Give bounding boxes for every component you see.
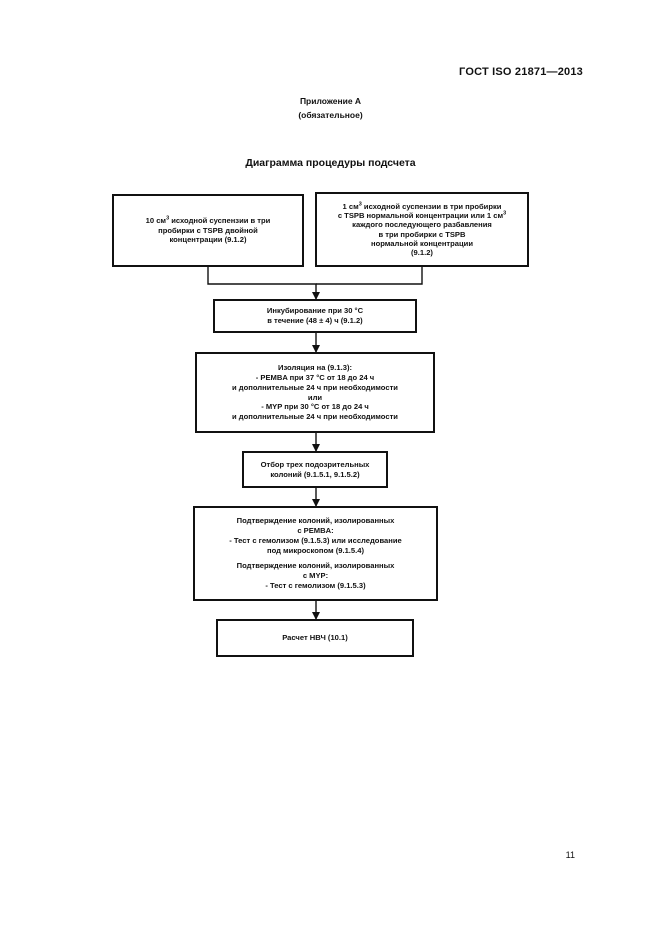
box-calculation-line1: Расчет НВЧ (10.1): [282, 633, 348, 643]
box-confirmation-line4: под микроскопом (9.1.5.4): [266, 545, 364, 555]
box-right-line1-text: 1 см: [342, 201, 359, 211]
box-isolation-line5: - MYP при 30 °С от 18 до 24 ч: [261, 402, 369, 412]
box-incubation-line1: Инкубирование при 30 °С: [266, 306, 364, 316]
box-mpn-calculation: Расчет НВЧ (10.1): [216, 619, 414, 657]
superscript-3: 3: [503, 210, 507, 217]
box-confirmation-line3: - Тест с гемолизом (9.1.5.3) или исследо…: [229, 535, 402, 545]
box-right-line1-tail: исходной суспензии в три пробирки: [361, 201, 502, 211]
box-selection-line2: колоний (9.1.5.1, 9.1.5.2): [270, 469, 360, 479]
box-normal-concentration: 1 см3 исходной суспензии в три пробирки …: [315, 192, 529, 267]
box-isolation-line6: и дополнительные 24 ч при необходимости: [232, 412, 398, 422]
box-right-line3: каждого последующего разбавления: [352, 220, 492, 230]
box-left-line3: концентрации (9.1.2): [169, 235, 247, 245]
box-confirmation-line6: с MYP:: [302, 571, 329, 581]
box-left-line1-tail: исходной суспензии в три: [169, 215, 271, 225]
box-isolation: Изоляция на (9.1.3): - PEMBA при 37 °С о…: [195, 352, 435, 433]
box-right-line2-text: с TSPB нормальной концентрации или 1 см: [337, 211, 504, 220]
box-incubation-line2: в течение (48 ± 4) ч (9.1.2): [267, 316, 363, 325]
box-confirmation-line1: Подтверждение колоний, изолированных: [236, 515, 395, 525]
page-number: 11: [565, 850, 575, 860]
box-isolation-line4: или: [307, 392, 323, 402]
box-isolation-line3: и дополнительные 24 ч при необходимости: [232, 382, 398, 392]
box-isolation-line1: Изоляция на (9.1.3):: [277, 362, 353, 372]
annex-title: Приложение А: [299, 96, 362, 106]
box-confirmation: Подтверждение колоний, изолированных с P…: [193, 506, 438, 601]
box-confirmation-line7: - Тест с гемолизом (9.1.5.3): [265, 581, 366, 591]
annex-status: (обязательное): [298, 110, 363, 120]
box-confirmation-line5: Подтверждение колоний, изолированных: [236, 561, 395, 571]
box-left-line1-text: 10 см: [145, 215, 167, 225]
superscript-3: 3: [358, 201, 362, 208]
box-left-line2: пробирки с TSPB двойной: [158, 225, 258, 235]
connector-right-to-incubation: [316, 267, 423, 285]
superscript-3: 3: [166, 215, 170, 222]
box-double-concentration: 10 см3 исходной суспензии в три пробирки…: [112, 194, 304, 267]
box-right-line4: в три пробирки с TSPB: [378, 229, 466, 239]
document-code: ГОСТ ISO 21871—2013: [459, 66, 583, 78]
box-selection-line1: Отбор трех подозрительных: [260, 459, 370, 469]
box-right-line6: (9.1.2): [411, 248, 433, 257]
box-right-line5: нормальной концентрации: [371, 238, 473, 248]
box-incubation: Инкубирование при 30 °С в течение (48 ± …: [213, 299, 417, 333]
connector-left-to-incubation: [207, 267, 320, 300]
diagram-title: Диаграмма процедуры подсчета: [245, 157, 416, 169]
box-colony-selection: Отбор трех подозрительных колоний (9.1.5…: [242, 451, 388, 488]
box-isolation-line2: - PEMBA при 37 °С от 18 до 24 ч: [255, 372, 375, 382]
box-confirmation-line2: с PEMBA:: [297, 525, 334, 535]
